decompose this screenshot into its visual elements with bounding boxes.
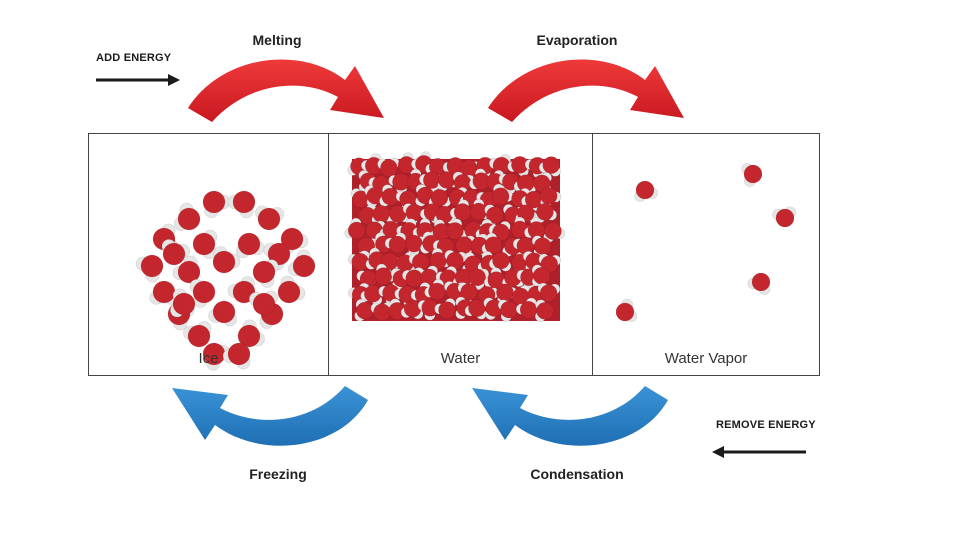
- vapor-molecules-illustration: [615, 163, 797, 322]
- ice-molecules-illustration: [135, 190, 316, 371]
- condensation-arrow-icon: [472, 386, 668, 446]
- evaporation-arrow-icon: [488, 59, 684, 122]
- ice-label: Ice: [198, 350, 219, 367]
- condensation-label: Condensation: [530, 466, 624, 482]
- ice-panel: Ice: [88, 133, 329, 376]
- freezing-arrow-icon: [172, 386, 368, 446]
- water-panel: Water: [328, 133, 593, 376]
- water-label: Water: [440, 350, 481, 367]
- water-molecules-illustration: [344, 151, 566, 323]
- melting-label: Melting: [252, 32, 302, 48]
- add-energy-arrow-icon: [96, 74, 180, 86]
- remove-energy-arrow-icon: [712, 446, 806, 458]
- remove-energy-label: REMOVE ENERGY: [716, 419, 816, 431]
- melting-arrow-icon: [188, 59, 384, 122]
- evaporation-label: Evaporation: [536, 32, 618, 48]
- vapor-label: Water Vapor: [664, 350, 748, 367]
- vapor-panel: Water Vapor: [592, 133, 820, 376]
- freezing-label: Freezing: [249, 466, 307, 482]
- add-energy-label: ADD ENERGY: [96, 52, 172, 64]
